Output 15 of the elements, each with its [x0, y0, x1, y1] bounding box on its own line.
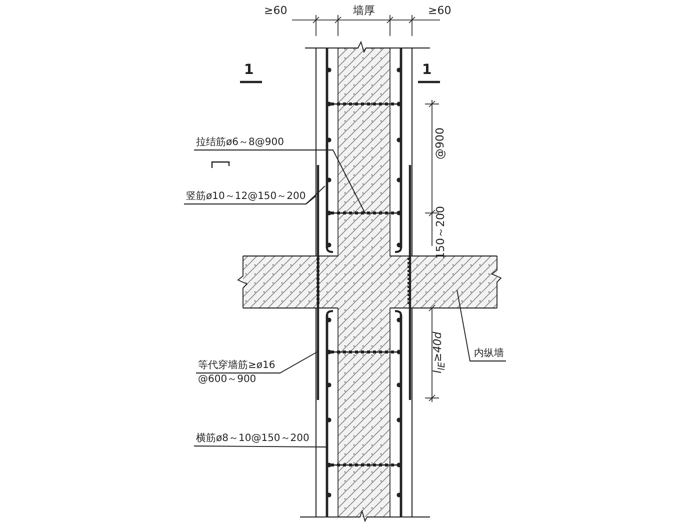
leader-line	[194, 446, 326, 448]
section-number: 1	[422, 64, 432, 77]
dimension-text: 墙厚	[353, 4, 375, 17]
dimension-text: ≥60	[264, 4, 288, 17]
annotation-text: 内纵墙	[474, 347, 504, 361]
annotation-text: 等代穿墙筋≥ø16 @600～900	[198, 359, 290, 387]
dimension-text: ≥60	[428, 4, 452, 17]
leader-line	[194, 150, 366, 214]
leader-line	[456, 290, 506, 362]
annotation-text: 拉结筋ø6～8@900	[196, 136, 284, 150]
leader-line	[196, 352, 318, 374]
annotation-text: 横筋ø8～10@150～200	[196, 432, 310, 446]
annotation-text: 竖筋ø10～12@150～200	[186, 190, 306, 204]
dimension-text: @900	[434, 127, 446, 159]
section-number: 1	[244, 64, 254, 77]
